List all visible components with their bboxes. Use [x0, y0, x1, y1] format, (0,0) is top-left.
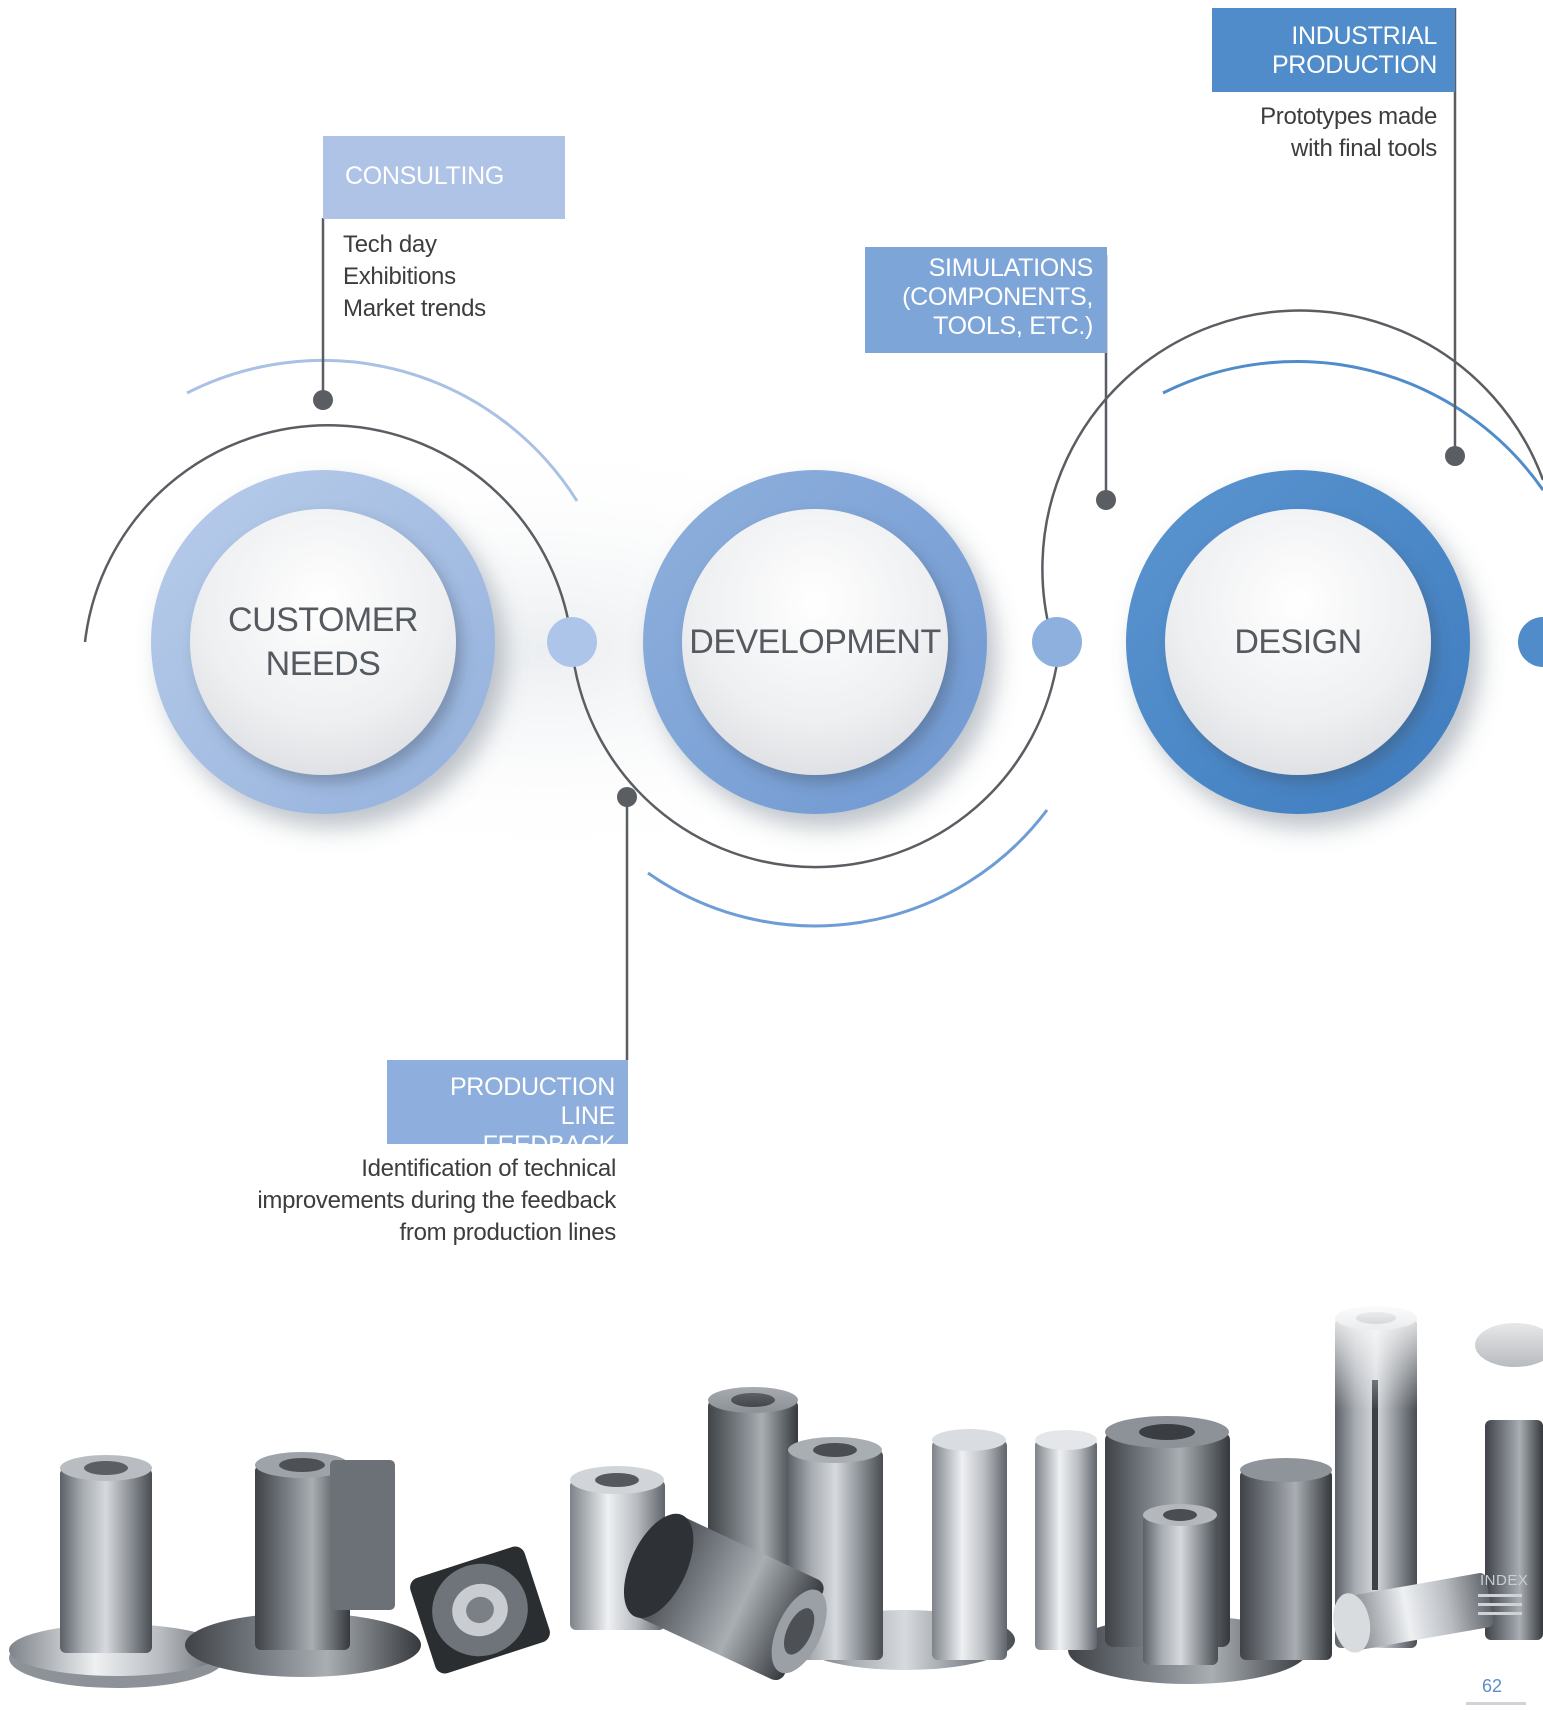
- feedback-desc-line: improvements during the feedback: [257, 1187, 616, 1214]
- feedback-title-line: PRODUCTION LINE: [449, 1073, 615, 1130]
- industrial-title-line: PRODUCTION: [1271, 51, 1437, 79]
- feedback-title-line: FEEDBACK: [482, 1131, 616, 1159]
- link-dot-3: [1518, 617, 1543, 667]
- consulting-item: Exhibitions: [343, 263, 456, 290]
- arc-design-gray: [1041, 309, 1543, 658]
- feedback-desc-line: from production lines: [399, 1219, 617, 1246]
- step-label: DEVELOPMENT: [689, 623, 941, 661]
- menu-icon: [1478, 1612, 1522, 1615]
- simulations-title-line: SIMULATIONS: [928, 254, 1094, 282]
- simulations-title-line: TOOLS, ETC.): [933, 312, 1093, 340]
- index-label: INDEX: [1480, 1572, 1529, 1589]
- link-dot-1: [547, 617, 597, 667]
- circle-customer-needs: [151, 470, 495, 814]
- page-number-underline: [1466, 1702, 1526, 1705]
- arc-development-outer: [647, 809, 1049, 928]
- consulting-item: Tech day: [343, 231, 437, 258]
- feedback-desc-line: Identification of technical: [361, 1155, 616, 1182]
- step-label-line: NEEDS: [265, 645, 381, 683]
- arc-customer-gray: [83, 424, 575, 658]
- consulting-label: CONSULTING: [345, 162, 555, 191]
- industrial-production-label: INDUSTRIAL PRODUCTION: [1220, 22, 1437, 80]
- arc-design-outer: [1162, 360, 1543, 491]
- connector-dot: [617, 787, 637, 807]
- link-dot-2: [1032, 617, 1082, 667]
- circle-design: [1126, 470, 1470, 814]
- connector-dot: [1445, 446, 1465, 466]
- step-customer-needs: CUSTOMER NEEDS: [193, 598, 453, 686]
- index-menu-button[interactable]: INDEX: [1472, 1572, 1528, 1618]
- industrial-desc-line: with final tools: [1291, 135, 1437, 162]
- step-label: DESIGN: [1234, 623, 1362, 661]
- feedback-label: PRODUCTION LINE FEEDBACK: [395, 1073, 615, 1160]
- menu-icon: [1478, 1594, 1522, 1597]
- arc-customer-outer-light: [186, 358, 579, 502]
- consulting-description: Tech day Exhibitions Market trends: [343, 229, 486, 325]
- industrial-production-description: Prototypes made with final tools: [1230, 101, 1437, 165]
- rivet-nuts-photo: [0, 1300, 1543, 1710]
- simulations-label: SIMULATIONS (COMPONENTS, TOOLS, ETC.): [868, 254, 1093, 341]
- menu-icon: [1478, 1603, 1522, 1606]
- label-box-simulations-bg: [865, 247, 1107, 353]
- circle-development: [643, 470, 987, 814]
- label-box-industrial-bg: [1212, 8, 1455, 92]
- consulting-title: CONSULTING: [345, 162, 505, 190]
- consulting-item: Market trends: [343, 295, 486, 322]
- industrial-title-line: INDUSTRIAL: [1291, 22, 1437, 50]
- label-box-feedback-bg: [387, 1060, 628, 1144]
- connector-dot: [1096, 490, 1116, 510]
- connector-dot: [313, 390, 333, 410]
- step-design: DESIGN: [1168, 620, 1428, 664]
- step-development: DEVELOPMENT: [685, 620, 945, 664]
- label-box-consulting-bg: [323, 136, 565, 219]
- step-label-line: CUSTOMER: [228, 601, 418, 639]
- feedback-description: Identification of technical improvements…: [240, 1153, 616, 1249]
- industrial-desc-line: Prototypes made: [1260, 103, 1437, 130]
- arc-development-gray: [571, 656, 1060, 869]
- simulations-title-line: (COMPONENTS,: [902, 283, 1093, 311]
- page-number: 62: [1482, 1676, 1503, 1696]
